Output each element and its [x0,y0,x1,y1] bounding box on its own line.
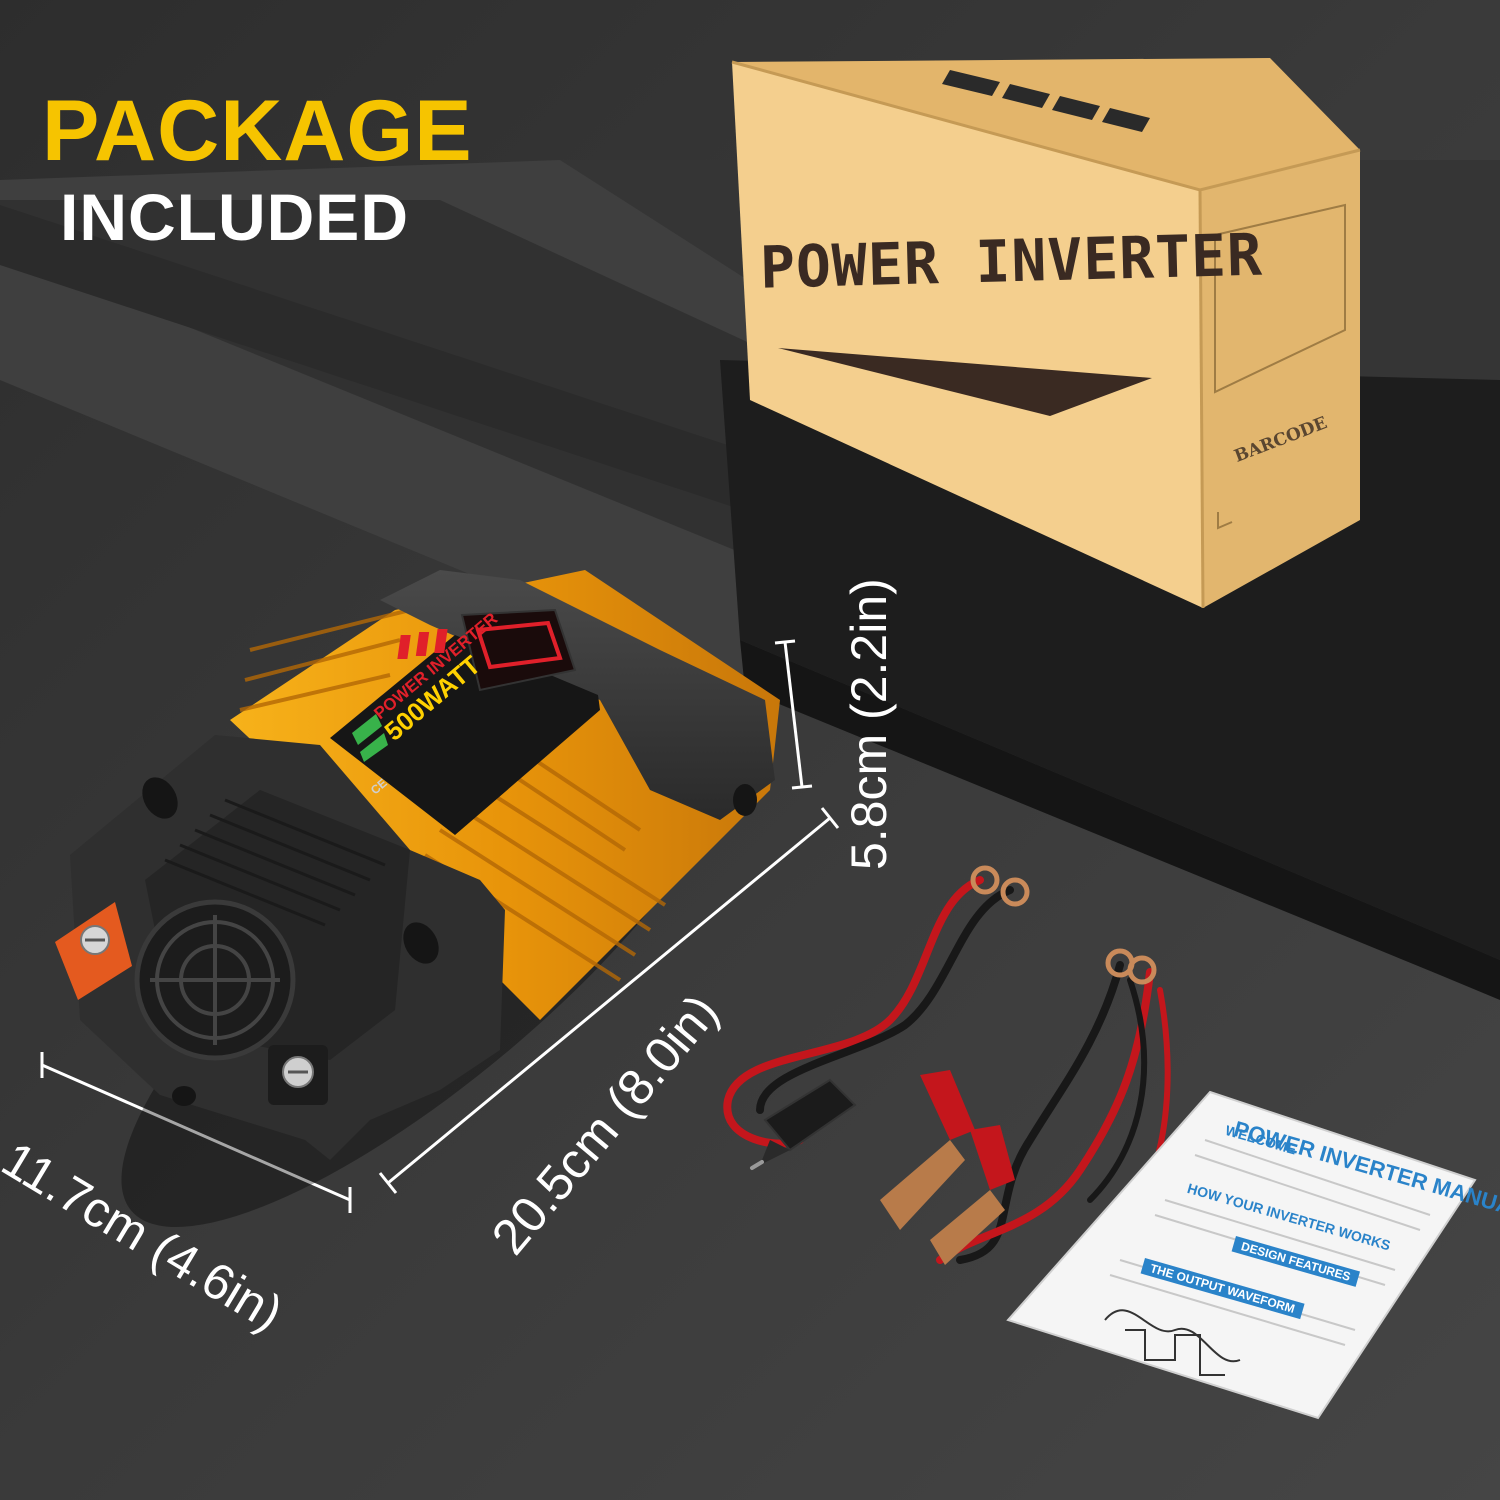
package-included-heading: PACKAGE INCLUDED [42,85,473,257]
cooling-fan [134,899,296,1061]
dimension-height-label: 5.8cm (2.2in) [841,578,897,870]
negative-terminal [268,1045,328,1105]
headline-line2: INCLUDED [60,180,409,254]
cigarette-lighter-cable [723,865,1030,1170]
dimension-lines [40,639,840,1213]
positive-terminal [55,902,132,1000]
box-title: POWER INVERTER [759,220,1264,302]
power-inverter: 500WATT POWER INVERTER CE [55,570,780,1228]
package-box [731,58,1361,609]
green-logo-icon [352,714,388,762]
battery-level-icon [397,620,563,670]
headline-line1: PACKAGE [42,83,473,179]
